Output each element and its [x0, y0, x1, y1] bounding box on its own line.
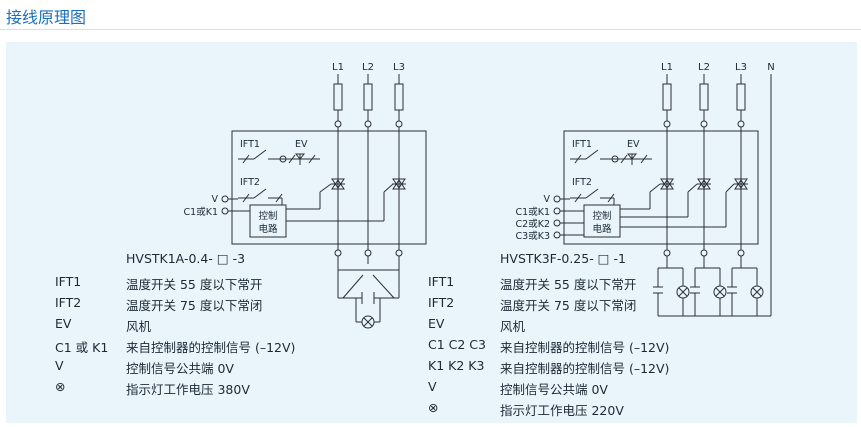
right-diagram: L1 L2 L3 N IFT1 EV IFT2	[516, 62, 775, 317]
svg-text:IFT1: IFT1	[572, 139, 592, 150]
page-header: 接线原理图	[0, 0, 861, 30]
svg-text:电路: 电路	[258, 223, 278, 235]
svg-text:C2或K2: C2或K2	[516, 218, 550, 230]
svg-text:IFT2: IFT2	[240, 177, 260, 188]
svg-text:C1或K1: C1或K1	[516, 206, 550, 218]
left-model-number: HVSTK1A-0.4- □ -3	[126, 251, 246, 266]
right-phase-label-n: N	[767, 62, 774, 73]
svg-text:C1或K1: C1或K1	[184, 206, 218, 218]
left-phase-label-l3: L3	[393, 62, 405, 73]
right-phase-label-l1: L1	[661, 62, 673, 73]
fuse-l2	[363, 83, 373, 111]
svg-text:控制: 控制	[258, 210, 277, 222]
page-title: 接线原理图	[6, 8, 87, 27]
fuse-l3	[394, 83, 404, 111]
svg-text:控制: 控制	[592, 210, 611, 222]
fuse-l1	[333, 83, 343, 111]
svg-text:EV: EV	[295, 139, 308, 150]
right-indicator-lamp-1-icon	[676, 285, 690, 299]
svg-text:V: V	[544, 194, 551, 205]
svg-text:电路: 电路	[592, 223, 612, 235]
left-phase-label-l1: L1	[332, 62, 344, 73]
svg-text:EV: EV	[627, 139, 640, 150]
svg-text:C3或K3: C3或K3	[516, 230, 550, 242]
left-phase-label-l2: L2	[362, 62, 374, 73]
title-divider	[0, 29, 861, 30]
diagram-panel	[6, 42, 857, 423]
svg-text:V: V	[212, 194, 219, 205]
right-module-box	[563, 130, 759, 245]
right-phase-label-l3: L3	[735, 62, 747, 73]
right-phase-label-l2: L2	[698, 62, 710, 73]
left-indicator-lamp-icon	[361, 315, 375, 329]
left-diagram: L1 L2 L3 IFT1 EV IFT2	[184, 62, 427, 329]
right-model-number: HVSTK3F-0.25- □ -1	[500, 251, 626, 266]
right-indicator-lamp-3-icon	[750, 285, 764, 299]
right-indicator-lamp-2-icon	[713, 285, 727, 299]
left-module-box	[231, 130, 427, 245]
right-control-circuit	[583, 204, 621, 238]
svg-text:IFT1: IFT1	[240, 139, 260, 150]
svg-text:IFT2: IFT2	[572, 177, 592, 188]
